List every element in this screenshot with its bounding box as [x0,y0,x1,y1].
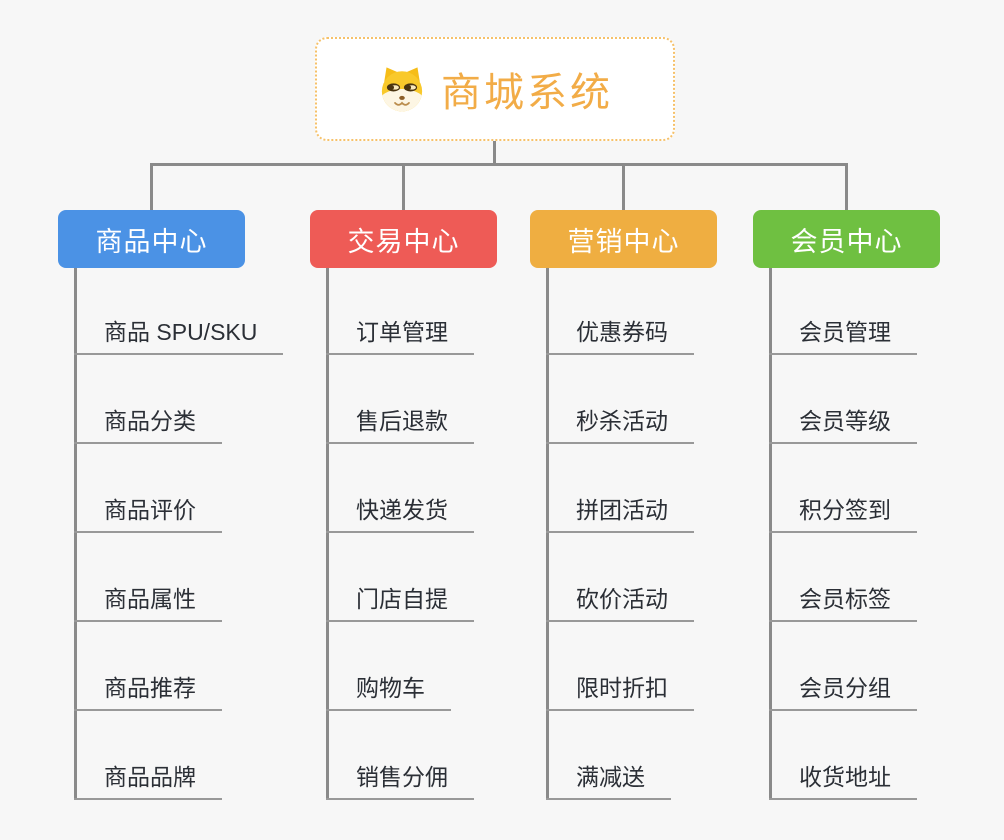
leaf-item[interactable]: 购物车 [326,673,451,711]
branch-label: 会员中心 [790,226,903,257]
leaf-item[interactable]: 商品分类 [74,406,222,444]
branch-node-product-center[interactable]: 商品中心 [58,210,245,268]
branch-node-trade-center[interactable]: 交易中心 [310,210,497,268]
leaf-item[interactable]: 优惠券码 [546,317,694,355]
leaf-item[interactable]: 门店自提 [326,584,474,622]
root-title: 商城系统 [441,71,613,115]
leaf-item[interactable]: 收货地址 [769,762,917,800]
leaf-item[interactable]: 会员标签 [769,584,917,622]
root-node[interactable]: 商城系统 [315,37,675,141]
doge-icon [381,67,423,112]
leaf-item[interactable]: 商品 SPU/SKU [74,317,284,355]
leaf-item[interactable]: 售后退款 [326,406,474,444]
leaf-item[interactable]: 商品推荐 [74,673,222,711]
leaf-item[interactable]: 会员管理 [769,317,917,355]
leaf-item[interactable]: 拼团活动 [546,495,694,533]
leaf-item[interactable]: 商品属性 [74,584,222,622]
branch-label: 商品中心 [95,226,208,257]
leaf-item[interactable]: 商品评价 [74,495,222,533]
leaf-item[interactable]: 限时折扣 [546,673,694,711]
branch-children-product: 商品 SPU/SKU 商品分类 商品评价 商品属性 商品推荐 商品品牌 [74,268,304,800]
connector-drop-product [150,166,153,210]
branch-children-trade: 订单管理 售后退款 快递发货 门店自提 购物车 销售分佣 [326,268,556,800]
leaf-item[interactable]: 销售分佣 [326,762,474,800]
leaf-item[interactable]: 会员等级 [769,406,917,444]
leaf-item[interactable]: 订单管理 [326,317,474,355]
branch-children-marketing: 优惠券码 秒杀活动 拼团活动 砍价活动 限时折扣 满减送 [546,268,776,800]
connector-root-stub [493,141,496,164]
leaf-item[interactable]: 砍价活动 [546,584,694,622]
branch-children-member: 会员管理 会员等级 积分签到 会员标签 会员分组 收货地址 [769,268,999,800]
branch-node-member-center[interactable]: 会员中心 [753,210,940,268]
connector-drop-member [845,166,848,210]
leaf-item[interactable]: 秒杀活动 [546,406,694,444]
connector-bus [150,163,848,166]
leaf-item[interactable]: 快递发货 [326,495,474,533]
connector-drop-trade [402,166,405,210]
connector-drop-marketing [622,166,625,210]
branch-label: 营销中心 [567,226,680,257]
branch-label: 交易中心 [347,226,460,257]
leaf-item[interactable]: 积分签到 [769,495,917,533]
leaf-item[interactable]: 会员分组 [769,673,917,711]
leaf-item[interactable]: 商品品牌 [74,762,222,800]
leaf-item[interactable]: 满减送 [546,762,671,800]
branch-node-marketing-center[interactable]: 营销中心 [530,210,717,268]
